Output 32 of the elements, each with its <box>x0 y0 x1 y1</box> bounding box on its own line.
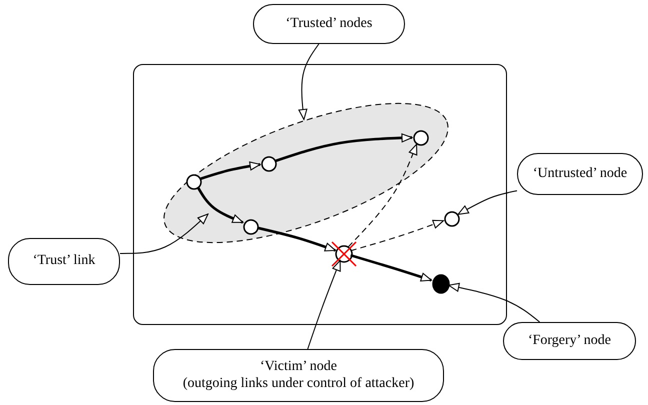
callout-text: ‘Untrusted’ node <box>532 166 628 182</box>
node-circle <box>243 219 259 235</box>
callout-note: (outgoing links under control of attacker) <box>182 376 414 392</box>
link-arrow <box>200 162 261 180</box>
network-frame <box>133 64 507 325</box>
link-arrow <box>196 186 244 224</box>
callout-bubble <box>253 4 405 44</box>
link-arrow <box>275 133 413 162</box>
node-circle <box>413 130 429 146</box>
trusted-region-ellipse <box>162 101 450 245</box>
leader-arrow <box>458 190 518 215</box>
filled-node <box>432 274 450 294</box>
callout-text: ‘Victim’ node <box>260 359 338 376</box>
callout-text: ‘Trusted’ nodes <box>286 16 372 32</box>
leader-arrow <box>307 260 341 350</box>
node-circle <box>186 174 202 190</box>
leader-arrow <box>298 44 320 120</box>
callout-text: ‘Forgery’ node <box>528 332 612 350</box>
callout-bubble <box>153 349 444 402</box>
link-arrow <box>257 226 336 252</box>
callout-bubble <box>8 238 120 285</box>
leader-arrow <box>120 214 208 254</box>
callout-bubble <box>517 153 643 195</box>
link-arrow <box>350 254 432 282</box>
callout-text: ‘Trust’ link <box>32 253 96 270</box>
dashed-arrow <box>350 220 444 252</box>
node-circle <box>444 211 460 227</box>
node-circle <box>261 156 277 172</box>
callout-bubble <box>503 322 636 360</box>
leader-arrow <box>448 282 540 322</box>
crossed-out-node <box>331 241 357 267</box>
dashed-arrow <box>348 144 418 248</box>
